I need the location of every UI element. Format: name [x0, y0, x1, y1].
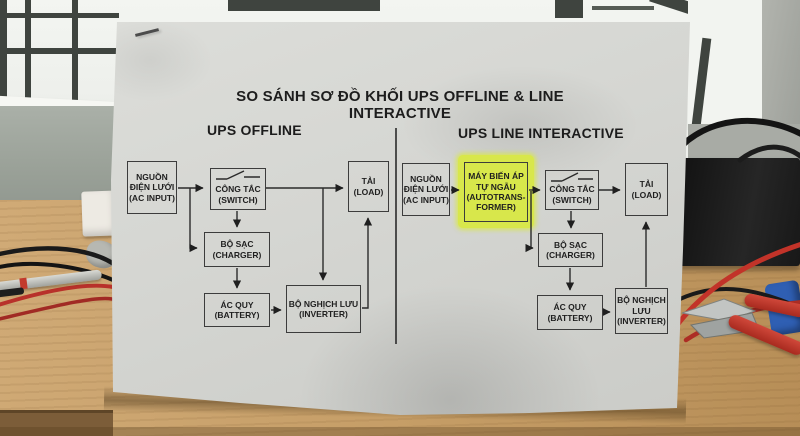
block-line: TẢI — [639, 179, 654, 190]
heading-ups-offline: UPS OFFLINE — [207, 122, 302, 138]
block-battery-offline: ÁC QUY (BATTERY) — [204, 293, 270, 327]
block-load-line-interactive: TẢI (LOAD) — [625, 163, 668, 216]
block-line: (CHARGER) — [212, 249, 262, 260]
block-line: MÁY BIẾN ÁP — [468, 171, 524, 182]
block-line: (INVERTER) — [617, 316, 666, 327]
window-bar — [0, 13, 119, 18]
block-line: ÁC QUY — [553, 302, 587, 313]
block-line: (AC INPUT) — [403, 194, 449, 205]
block-switch-line-interactive: CÔNG TẮC (SWITCH) — [545, 170, 599, 210]
yellow-highlight — [458, 155, 534, 228]
heading-ups-line-interactive: UPS LINE INTERACTIVE — [458, 125, 624, 141]
block-line: (LOAD) — [631, 189, 662, 200]
block-line: LƯU — [632, 305, 651, 316]
block-inverter-offline: BỘ NGHỊCH LƯU (INVERTER) — [286, 285, 361, 333]
block-line: ĐIỆN LƯỚI — [129, 182, 175, 193]
desk-edge — [0, 410, 113, 436]
window-bar — [72, 0, 78, 102]
block-charger-offline: BỘ SẠC (CHARGER) — [204, 232, 270, 267]
block-line: (SWITCH) — [218, 194, 258, 205]
block-line: (LOAD) — [353, 186, 384, 197]
block-line: TẢI — [361, 176, 376, 187]
window-bar — [0, 0, 7, 108]
black-equipment — [672, 158, 800, 266]
desk-front-shadow — [0, 427, 800, 436]
block-ac-input-line-interactive: NGUỒN ĐIỆN LƯỚI (AC INPUT) — [402, 163, 450, 216]
block-charger-line-interactive: BỘ SẠC (CHARGER) — [538, 233, 603, 267]
window-bar — [0, 48, 119, 54]
block-load-offline: TẢI (LOAD) — [348, 161, 389, 212]
block-line: NGUỒN — [136, 171, 168, 182]
block-line: BỘ SẠC — [220, 239, 254, 250]
window-bar — [592, 6, 654, 10]
block-line: CÔNG TẮC — [549, 184, 595, 195]
block-line: BỘ SẠC — [553, 239, 588, 250]
block-inverter-line-interactive: BỘ NGHỊCH LƯU (INVERTER) — [615, 288, 668, 334]
page-title: SO SÁNH SƠ ĐỒ KHỐI UPS OFFLINE & LINE IN… — [236, 88, 564, 122]
block-line: TỰ NGẪU — [476, 181, 516, 192]
block-line: BỘ NGHỊCH LƯU — [288, 298, 359, 309]
block-line: NGUỒN — [410, 173, 442, 184]
block-battery-line-interactive: ÁC QUY (BATTERY) — [537, 295, 603, 330]
block-line: (AUTOTRANS- — [466, 192, 526, 202]
block-line: FORMER) — [476, 202, 516, 213]
block-autotransformer-highlighted: MÁY BIẾN ÁP TỰ NGẪU (AUTOTRANS- FORMER) — [464, 162, 528, 222]
window-bar — [555, 0, 583, 18]
block-line: (INVERTER) — [299, 309, 348, 319]
block-switch-offline: CÔNG TẮC (SWITCH) — [210, 168, 266, 210]
block-line: ÁC QUY — [220, 299, 254, 310]
window-bar — [25, 0, 31, 102]
block-line: (BATTERY) — [547, 312, 593, 323]
block-ac-input-offline: NGUỒN ĐIỆN LƯỚI (AC INPUT) — [127, 161, 177, 214]
block-line: (AC INPUT) — [129, 192, 175, 203]
block-line: (BATTERY) — [214, 310, 260, 320]
block-line: (CHARGER) — [546, 250, 595, 260]
block-line: (SWITCH) — [552, 194, 592, 205]
window-bar — [228, 0, 380, 11]
block-line: ĐIỆN LƯỚI — [403, 184, 449, 195]
block-line: BỘ NGHỊCH — [617, 295, 666, 306]
block-line: CÔNG TẮC — [215, 184, 261, 195]
